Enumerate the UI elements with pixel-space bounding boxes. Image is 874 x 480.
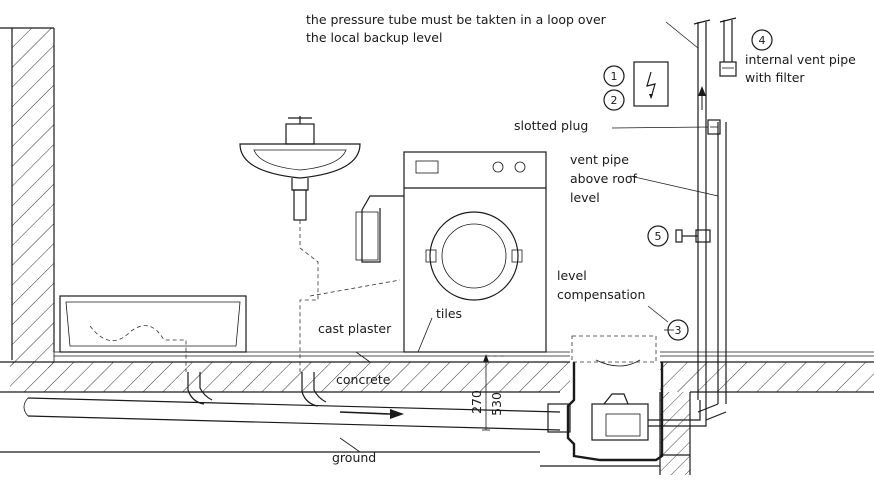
marker-5: 5 bbox=[647, 225, 669, 247]
arrow-right-icon bbox=[339, 409, 404, 419]
pump-pit bbox=[540, 392, 691, 475]
label-level-line1: level bbox=[557, 268, 587, 283]
label-concrete: concrete bbox=[336, 372, 391, 387]
label-slotted-plug: slotted plug bbox=[514, 118, 588, 133]
marker-5-text: 5 bbox=[655, 230, 662, 243]
leader-lines bbox=[339, 21, 719, 453]
label-vent-pipe-line3: level bbox=[570, 190, 600, 205]
label-internal-vent-line2: with filter bbox=[745, 70, 805, 85]
left-wall bbox=[0, 27, 55, 368]
lightning-icon bbox=[646, 71, 656, 99]
label-pressure-tube-line1: the pressure tube must be takten in a lo… bbox=[306, 12, 607, 27]
drain-pipe bbox=[23, 372, 571, 433]
electrical-box bbox=[633, 61, 669, 107]
marker-1: 1 bbox=[603, 65, 625, 87]
washing-machine bbox=[355, 151, 547, 353]
wash-basin bbox=[239, 116, 401, 372]
marker-3: 3 bbox=[667, 319, 689, 341]
marker-2: 2 bbox=[603, 89, 625, 111]
dimension-lines bbox=[482, 354, 506, 431]
ground-line bbox=[0, 451, 690, 456]
marker-4: 4 bbox=[751, 29, 773, 51]
label-pressure-tube-line2: the local backup level bbox=[306, 30, 442, 45]
label-tiles: tiles bbox=[436, 306, 462, 321]
floor-slab bbox=[0, 351, 874, 393]
dimension-270: 270 bbox=[469, 390, 484, 414]
label-cast-plaster: cast plaster bbox=[318, 321, 392, 336]
lift-station bbox=[566, 335, 707, 462]
valve bbox=[675, 229, 711, 243]
label-level-line2: compensation bbox=[557, 287, 645, 302]
marker-4-text: 4 bbox=[759, 34, 766, 47]
marker-2-text: 2 bbox=[611, 94, 618, 107]
label-ground: ground bbox=[332, 450, 376, 465]
vent-pipe bbox=[697, 17, 737, 421]
marker-3-text: 3 bbox=[675, 324, 682, 337]
bathtub bbox=[59, 295, 247, 372]
label-vent-pipe-line1: vent pipe bbox=[570, 152, 629, 167]
label-internal-vent-line1: internal vent pipe bbox=[745, 52, 856, 67]
pressure-tube bbox=[693, 19, 711, 404]
label-vent-pipe-line2: above roof bbox=[570, 171, 637, 186]
marker-1-text: 1 bbox=[611, 70, 618, 83]
dimension-530: 530 bbox=[489, 392, 504, 416]
